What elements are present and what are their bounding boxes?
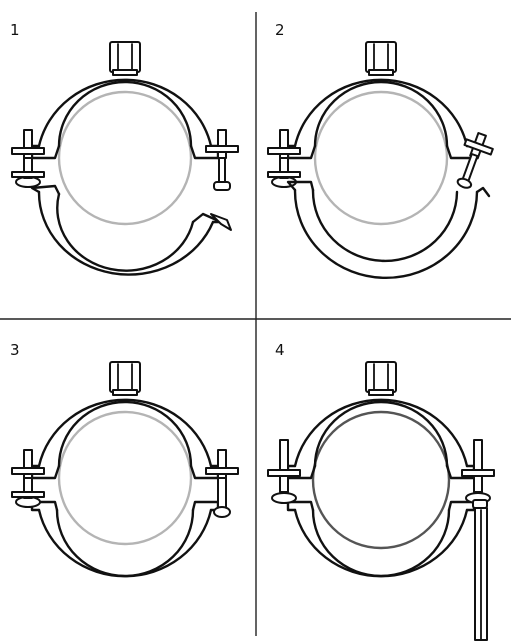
pipe-circle xyxy=(57,410,193,546)
step-number: 1 xyxy=(10,21,20,39)
clamp-upper-half xyxy=(267,40,494,189)
pipe-circle xyxy=(313,90,449,226)
step-number: 4 xyxy=(275,341,285,359)
pipe-outline xyxy=(313,90,449,226)
pipe-circle xyxy=(57,90,193,226)
clamp-upper-half xyxy=(11,40,239,191)
clamp-lower-half xyxy=(30,184,232,276)
pipe-outline xyxy=(57,410,193,546)
pipe-outline xyxy=(57,90,193,226)
step-number: 3 xyxy=(10,341,20,359)
panel-step-4: 4 xyxy=(267,341,495,641)
panel-step-1: 1 xyxy=(10,21,239,276)
panel-step-3: 3 xyxy=(10,341,239,578)
step-number: 2 xyxy=(275,21,285,39)
panel-step-2: 2 xyxy=(267,21,494,280)
wrench-tool xyxy=(472,499,488,641)
pipe-outline xyxy=(311,410,451,550)
pipe-circle xyxy=(311,410,451,550)
clamp-assembly-tightened xyxy=(267,360,495,578)
clamp-lower-half xyxy=(286,180,491,280)
